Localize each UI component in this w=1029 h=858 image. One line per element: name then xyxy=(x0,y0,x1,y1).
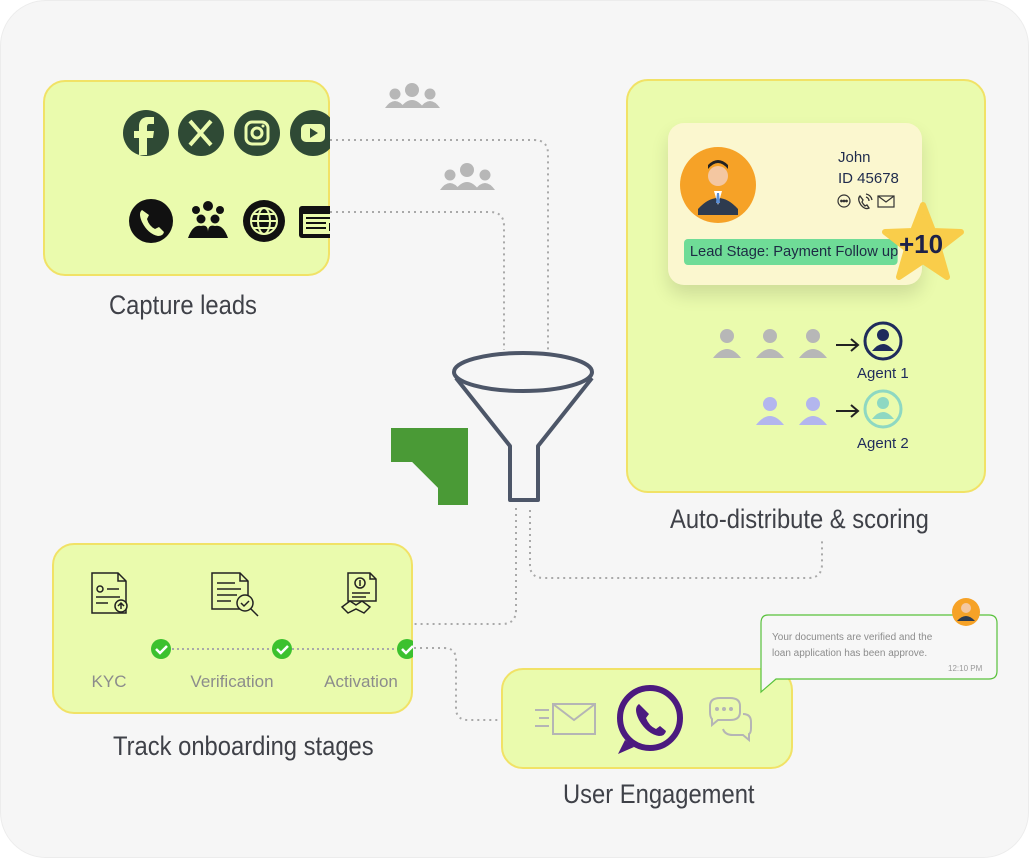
auto-distribute-caption: Auto-distribute & scoring xyxy=(670,504,929,534)
agent-1-icon xyxy=(863,321,903,361)
globe-icon xyxy=(243,200,285,242)
score-value: +10 xyxy=(899,229,944,259)
person-icon xyxy=(799,329,827,358)
people-icon xyxy=(440,163,495,190)
message-time: 12:10 PM xyxy=(948,664,983,673)
stage-label-activation: Activation xyxy=(324,672,398,691)
person-icon xyxy=(756,397,784,425)
agent-1-label: Agent 1 xyxy=(857,365,909,382)
engagement-card xyxy=(501,668,793,769)
agent-2-icon xyxy=(863,389,903,429)
lead-card: John ID 45678 Lead Stage: Payment Follow… xyxy=(668,123,922,285)
lead-stage-badge: Lead Stage: Payment Follow up xyxy=(684,239,898,265)
stage-label-verification: Verification xyxy=(190,672,274,691)
person-icon xyxy=(799,397,827,425)
person-icon xyxy=(713,329,741,358)
check-icon xyxy=(397,639,413,659)
check-icon xyxy=(151,639,171,659)
group-icon xyxy=(188,201,228,238)
arrow-icon xyxy=(836,404,860,418)
engagement-caption: User Engagement xyxy=(563,779,755,809)
instagram-icon xyxy=(234,110,280,156)
activation-document-icon xyxy=(340,572,377,614)
kyc-document-icon xyxy=(91,572,128,614)
onboarding-caption: Track onboarding stages xyxy=(113,731,374,761)
arrow-icon xyxy=(836,338,860,352)
star-icon xyxy=(882,202,964,280)
people-icon xyxy=(385,83,440,108)
onboarding-card: KYC Verification Activation xyxy=(52,543,413,714)
message-line-1: Your documents are verified and the xyxy=(772,632,933,643)
agent-2-label: Agent 2 xyxy=(857,435,909,452)
capture-leads-card xyxy=(43,80,330,276)
x-icon xyxy=(178,110,224,156)
message-bubble xyxy=(760,598,998,694)
phone-icon xyxy=(129,199,173,243)
chat-icon xyxy=(837,194,851,208)
lead-id: ID 45678 xyxy=(838,170,899,187)
whatsapp-icon xyxy=(617,685,683,754)
capture-leads-caption: Capture leads xyxy=(109,290,257,320)
funnel-icon xyxy=(452,351,594,502)
mail-icon xyxy=(877,195,895,208)
avatar xyxy=(680,147,756,223)
growth-arrow-icon xyxy=(391,428,468,505)
message-line-2: loan application has been approve. xyxy=(772,648,928,659)
sender-avatar xyxy=(952,598,980,626)
check-icon xyxy=(272,639,292,659)
stage-label-kyc: KYC xyxy=(91,672,127,691)
youtube-icon xyxy=(290,110,330,156)
lead-name: John xyxy=(838,149,871,166)
chat-bubbles-icon xyxy=(709,697,752,743)
email-icon xyxy=(535,703,596,735)
web-form-icon xyxy=(299,206,330,238)
facebook-icon xyxy=(123,110,169,156)
verification-document-icon xyxy=(211,572,259,617)
person-icon xyxy=(756,329,784,358)
call-icon xyxy=(858,193,873,210)
auto-distribute-card: John ID 45678 Lead Stage: Payment Follow… xyxy=(626,79,986,493)
